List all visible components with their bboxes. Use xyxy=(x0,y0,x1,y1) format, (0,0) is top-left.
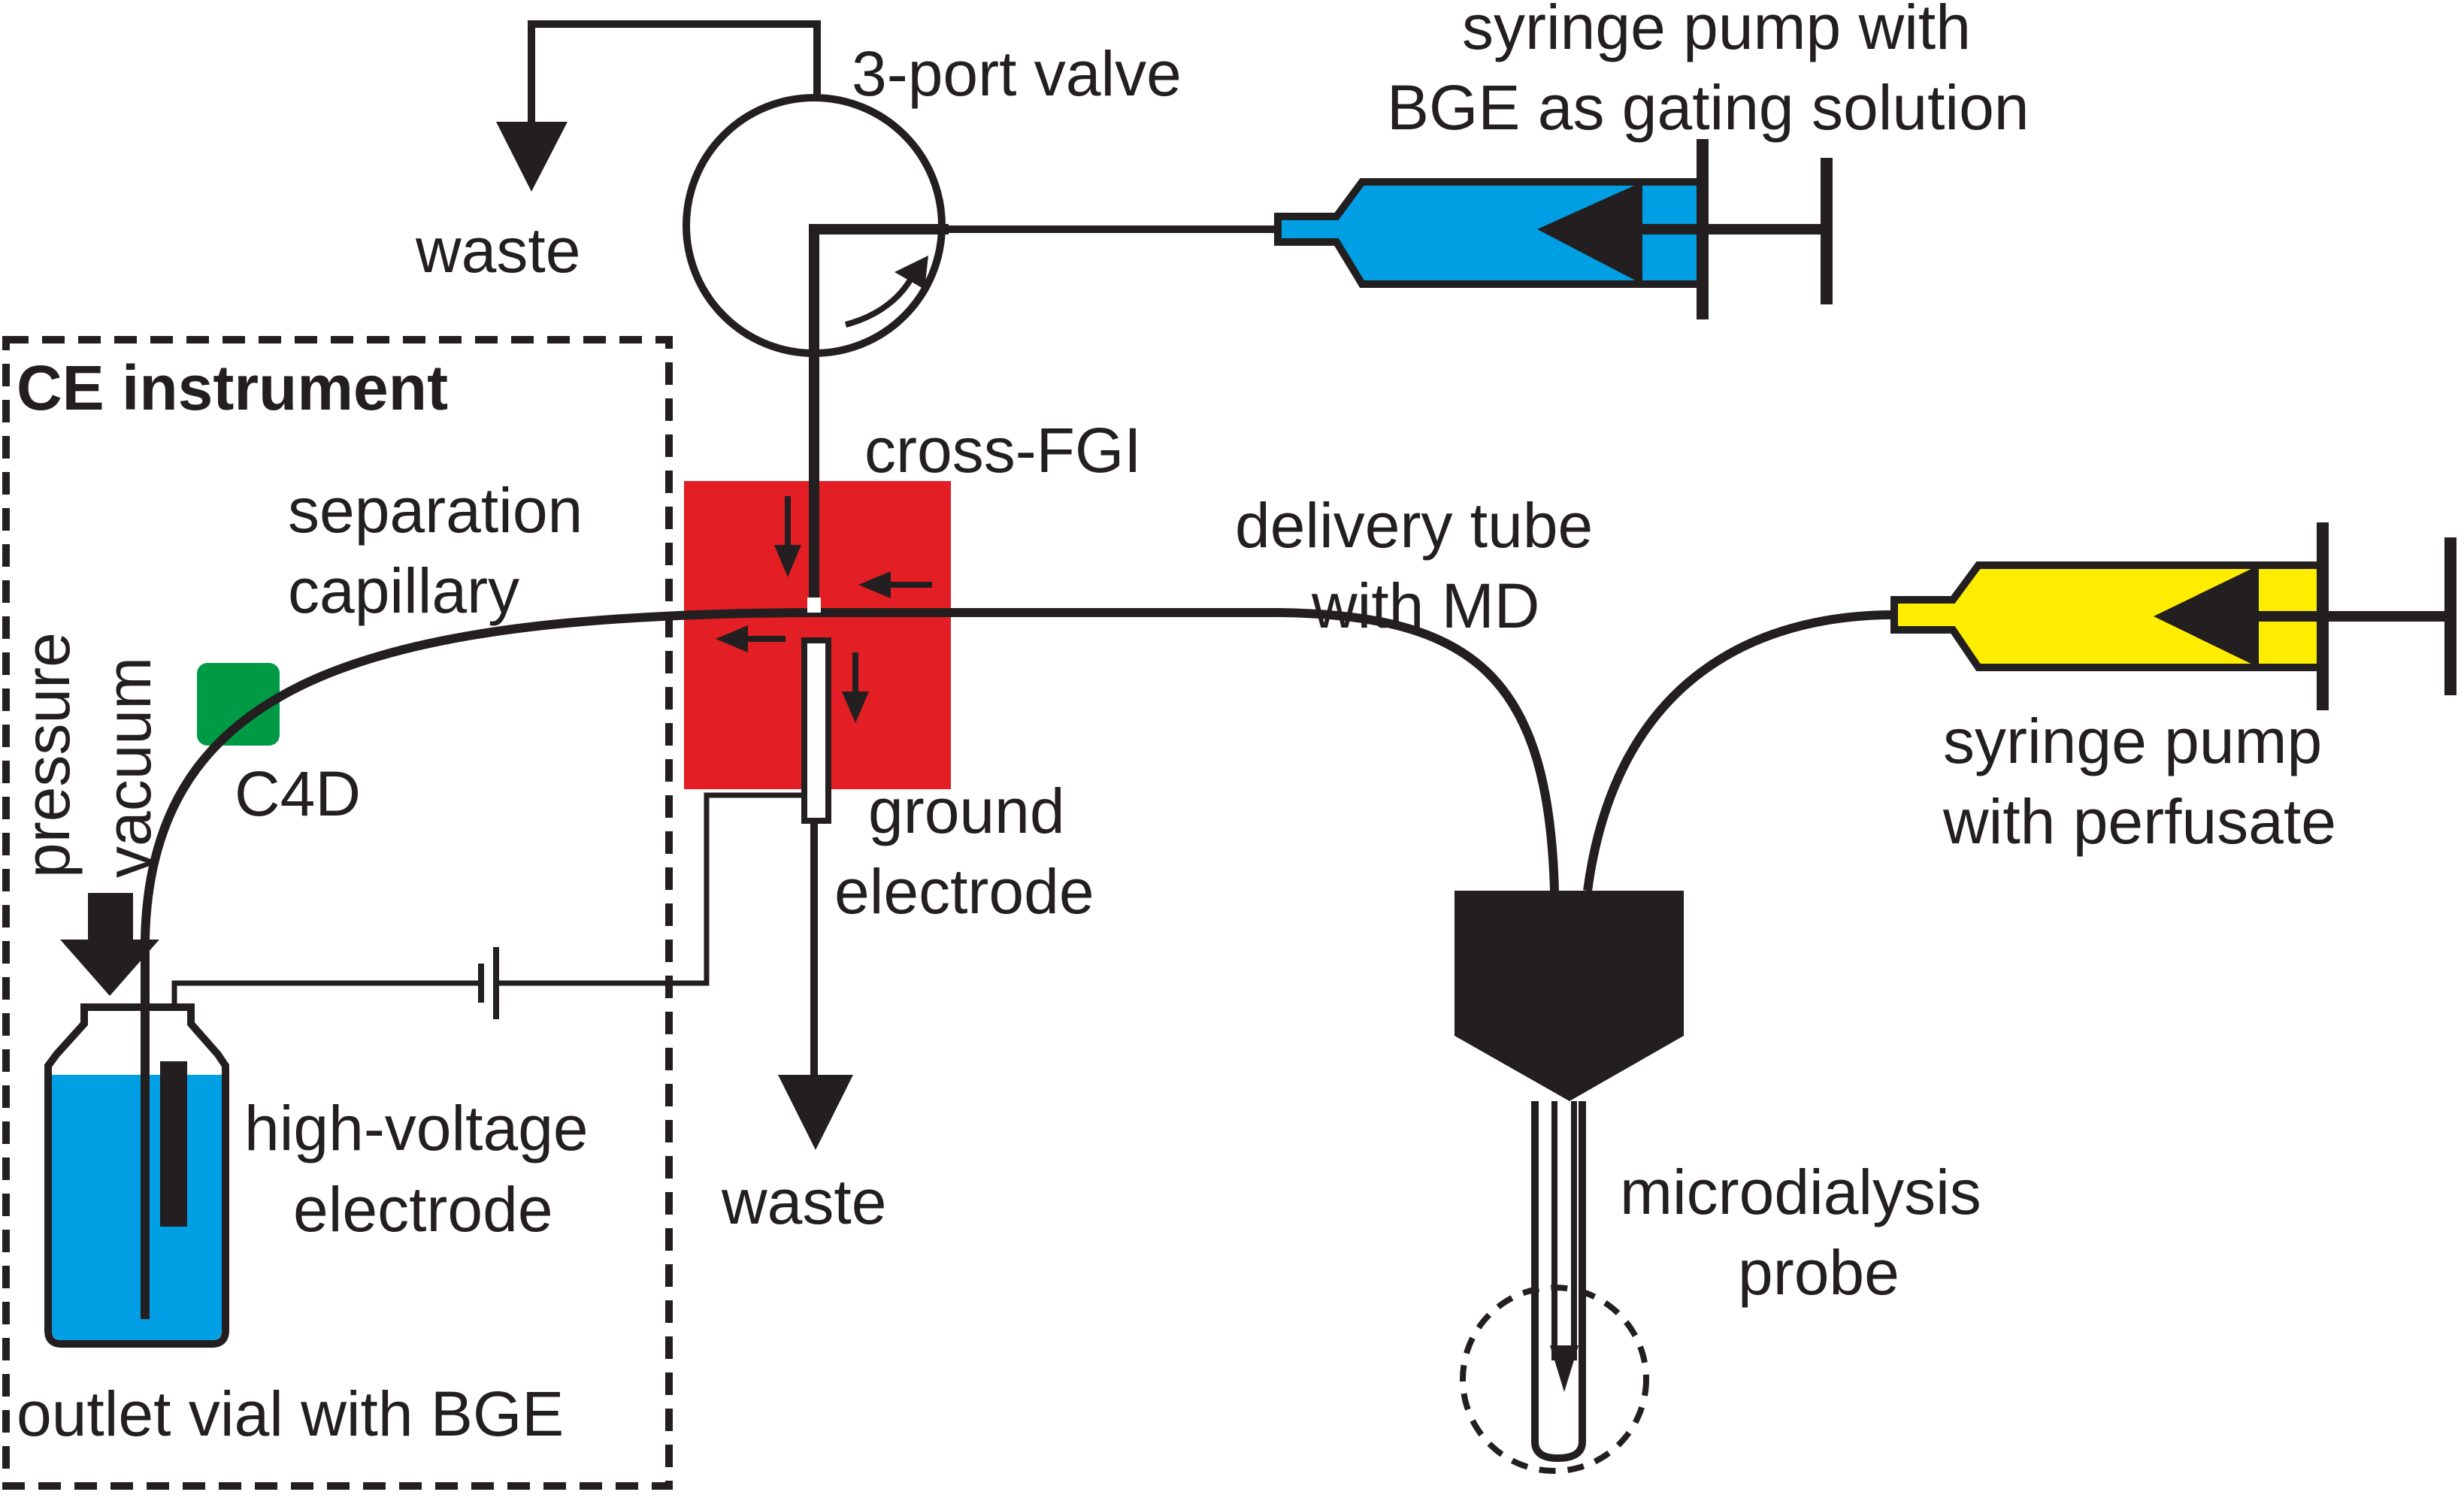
label-waste-bottom: waste xyxy=(721,1167,886,1237)
label-ground-1: ground xyxy=(868,776,1065,846)
label-vacuum: vacuum xyxy=(93,657,164,878)
cross-flow-arrows xyxy=(716,496,932,723)
gating-syringe xyxy=(1274,139,1833,319)
label-syringe-perfusate-2: with perfusate xyxy=(1942,786,2336,857)
perfusate-syringe xyxy=(1890,522,2456,710)
label-ground-2: electrode xyxy=(834,856,1094,927)
label-cross-fgi: cross-FGI xyxy=(864,415,1142,486)
waste-top-line xyxy=(528,20,821,132)
c4d-detector xyxy=(197,663,280,746)
label-delivery-1: delivery tube xyxy=(1235,490,1593,561)
label-3-port-valve: 3-port valve xyxy=(852,38,1182,109)
label-c4d: C4D xyxy=(235,758,361,829)
high-voltage-electrode xyxy=(160,1061,187,1227)
waste-top-arrowhead xyxy=(496,122,568,192)
label-high-voltage-1: high-voltage xyxy=(244,1093,589,1164)
ground-electrode xyxy=(801,637,831,824)
label-syringe-gating-1: syringe pump with xyxy=(1462,0,1971,62)
label-high-voltage-2: electrode xyxy=(293,1174,553,1245)
label-separation-2: capillary xyxy=(288,555,519,626)
label-syringe-gating-2: BGE as gating solution xyxy=(1387,72,2030,143)
perfusate-tube xyxy=(1583,610,1895,891)
label-separation-1: separation xyxy=(288,475,583,546)
outlet-vial xyxy=(44,1003,229,1348)
label-waste-top: waste xyxy=(415,215,580,286)
label-microdialysis-1: microdialysis xyxy=(1620,1157,1981,1227)
valve-rotation-arrow xyxy=(844,273,916,328)
label-microdialysis-2: probe xyxy=(1738,1237,1899,1308)
gating-line xyxy=(809,224,949,598)
pressure-arrowhead xyxy=(60,940,159,996)
label-delivery-2: with MD xyxy=(1311,570,1539,641)
label-outlet-vial: outlet vial with BGE xyxy=(17,1378,564,1449)
separation-capillary xyxy=(141,608,813,1319)
label-syringe-perfusate-1: syringe pump xyxy=(1943,706,2322,776)
delivery-tube xyxy=(812,608,1559,891)
cross-junction-gap xyxy=(807,598,821,613)
ce-instrument-box xyxy=(2,336,673,1490)
microdialysis-probe xyxy=(1454,891,1684,1474)
hv-circuit-wire xyxy=(496,792,804,986)
waste-bottom-arrowhead xyxy=(778,1075,853,1150)
label-ce-instrument: CE instrument xyxy=(17,353,448,423)
pressure-arrow-shaft xyxy=(88,893,133,946)
valve-rotation-arrowhead xyxy=(894,256,928,289)
label-pressure: pressure xyxy=(12,632,83,878)
